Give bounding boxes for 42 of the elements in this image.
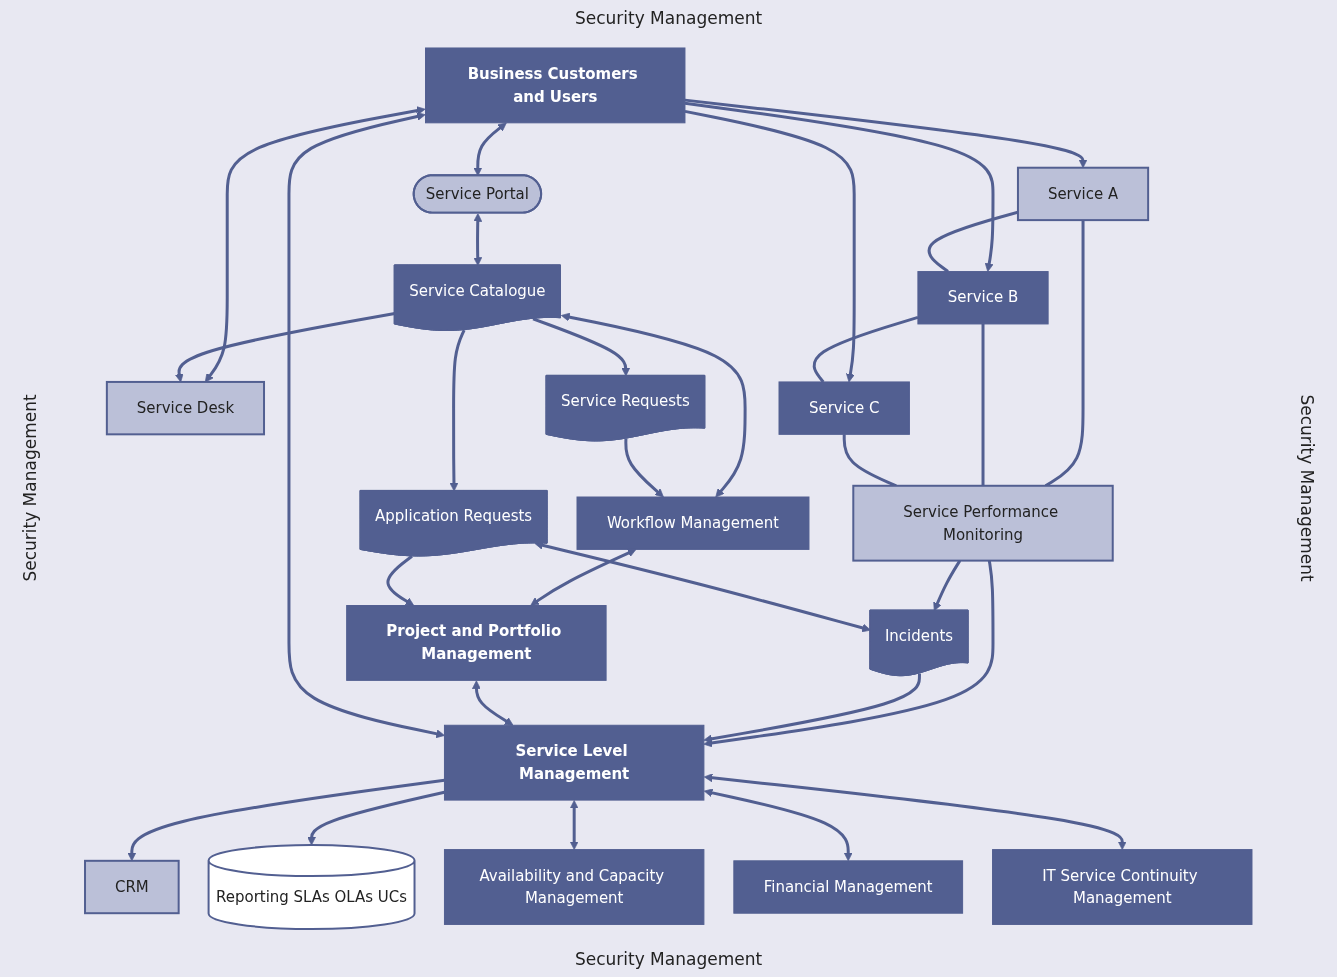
arrow — [204, 106, 426, 383]
arrow — [703, 560, 995, 748]
arrow — [561, 312, 747, 498]
arrow — [684, 101, 995, 272]
node-box: Service Performance Monitoring — [852, 484, 1114, 562]
arrow — [472, 680, 514, 726]
arrow — [569, 800, 579, 850]
node-box: Service B — [917, 271, 1049, 325]
node-box: Workflow Management — [576, 496, 810, 550]
arrow — [624, 438, 664, 498]
connector — [981, 323, 985, 486]
node-box: Service Desk — [105, 380, 265, 436]
arrow — [174, 311, 396, 383]
arrow — [703, 773, 1127, 850]
node-box: Service A — [1016, 166, 1150, 222]
arrow — [684, 109, 856, 383]
arrow — [307, 790, 445, 846]
arrow — [386, 555, 415, 606]
node-box: Service Level Management — [443, 724, 705, 801]
arrow — [703, 788, 853, 862]
side-label: Security Management — [573, 8, 764, 28]
arrow — [530, 548, 637, 606]
arrow — [473, 122, 507, 177]
node-box: CRM — [84, 859, 180, 915]
side-label: Security Management — [20, 394, 40, 582]
arrow — [449, 329, 466, 492]
node-box: Business Customers and Users — [425, 47, 686, 124]
node-box: Availability and Capacity Management — [443, 849, 705, 925]
arrow — [532, 317, 631, 377]
arrow — [287, 112, 445, 739]
node-box: IT Service Continuity Management — [992, 849, 1253, 925]
node-box: Financial Management — [733, 860, 964, 914]
connector — [812, 315, 919, 383]
node-box: Service C — [778, 381, 910, 435]
arrow — [473, 213, 483, 266]
arrow — [684, 98, 1088, 169]
node-box: Project and Portfolio Management — [346, 605, 607, 681]
arrow — [933, 559, 962, 612]
arrow — [127, 778, 445, 862]
side-label: Security Management — [573, 949, 764, 969]
arrow — [534, 541, 871, 633]
side-label: Security Management — [1297, 394, 1317, 582]
